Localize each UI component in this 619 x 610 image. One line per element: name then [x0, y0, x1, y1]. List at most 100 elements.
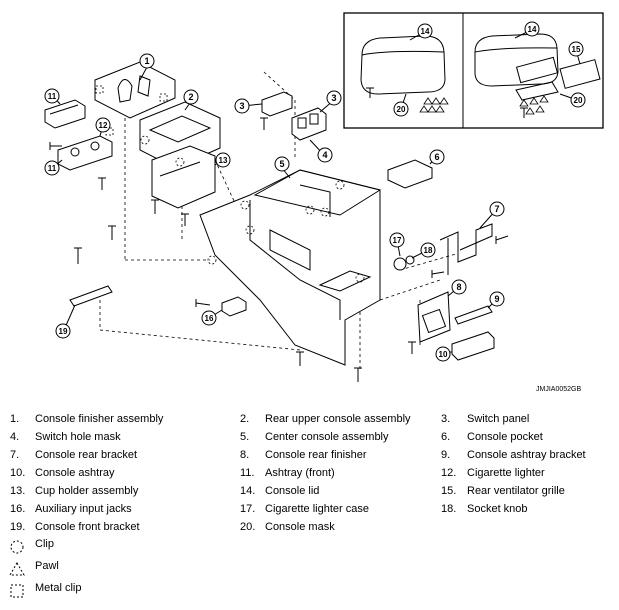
legend-item-2: 2.Rear upper console assembly [240, 413, 411, 425]
callout-3b: 3 [326, 90, 342, 106]
legend-item-18: 18.Socket knob [441, 503, 528, 515]
callout-14b: 14 [524, 21, 540, 37]
callout-4: 4 [317, 147, 333, 163]
svg-text:2: 2 [188, 92, 193, 102]
callout-13: 13 [215, 152, 231, 168]
exploded-parts-diagram: 1 2 3 3 4 5 6 7 8 9 10 11 11 12 13 14 14… [44, 12, 604, 382]
legend-item-15: 15.Rear ventilator grille [441, 485, 565, 497]
svg-text:10: 10 [439, 350, 448, 359]
callout-10: 10 [435, 346, 451, 362]
callout-18: 18 [420, 242, 436, 258]
callout-7: 7 [489, 201, 505, 217]
callout-17: 17 [389, 232, 405, 248]
symbol-label-clip: Clip [35, 538, 54, 550]
legend-item-5: 5.Center console assembly [240, 431, 389, 443]
inset-console-lid-right [474, 33, 559, 87]
svg-text:12: 12 [99, 121, 108, 130]
callout-9: 9 [489, 291, 505, 307]
svg-text:13: 13 [219, 156, 228, 165]
legend-item-3: 3.Switch panel [441, 413, 530, 425]
svg-text:7: 7 [494, 204, 499, 214]
console-finisher-assembly [94, 61, 176, 119]
callout-11b: 11 [44, 160, 60, 176]
svg-text:8: 8 [456, 282, 461, 292]
svg-text:6: 6 [434, 152, 439, 162]
svg-text:11: 11 [48, 92, 57, 101]
svg-text:5: 5 [279, 159, 284, 169]
legend-item-16: 16.Auxiliary input jacks [10, 503, 132, 515]
console-ashtray-bracket [454, 305, 493, 325]
legend-item-6: 6.Console pocket [441, 431, 543, 443]
callout-5: 5 [274, 156, 290, 172]
legend-item-20: 20.Console mask [240, 521, 335, 533]
svg-text:9: 9 [494, 294, 499, 304]
callout-19: 19 [55, 323, 71, 339]
svg-text:20: 20 [574, 96, 583, 105]
callout-20: 20 [393, 101, 409, 117]
svg-text:14: 14 [528, 25, 537, 34]
legend-item-8: 8.Console rear finisher [240, 449, 367, 461]
legend-item-17: 17.Cigarette lighter case [240, 503, 369, 515]
callout-11: 11 [44, 88, 60, 104]
console-rear-bracket [439, 223, 493, 263]
legend-item-14: 14.Console lid [240, 485, 320, 497]
legend-col-3: 3.Switch panel 6.Console pocket 9.Consol… [441, 410, 586, 518]
symbol-label-metal-clip: Metal clip [35, 582, 82, 594]
callout-1: 1 [139, 53, 155, 69]
symbol-label-pawl: Pawl [35, 560, 59, 572]
callout-12: 12 [95, 117, 111, 133]
svg-text:1: 1 [144, 56, 149, 66]
clip-icon [10, 540, 24, 554]
svg-text:3: 3 [239, 101, 244, 111]
svg-text:11: 11 [48, 164, 57, 173]
legend-item-12: 12.Cigarette lighter [441, 467, 545, 479]
svg-text:3: 3 [331, 93, 336, 103]
svg-text:14: 14 [421, 27, 430, 36]
inset-mask [515, 56, 559, 84]
cigarette-lighter-case [393, 257, 407, 271]
inset-box [343, 12, 604, 129]
legend-item-11: 11.Ashtray (front) [240, 467, 335, 479]
legend-col-2: 2.Rear upper console assembly 5.Center c… [240, 410, 411, 536]
screw-fasteners [49, 87, 528, 382]
callout-15: 15 [568, 41, 584, 57]
callout-6: 6 [429, 149, 445, 165]
console-pocket [387, 159, 433, 189]
callout-16: 16 [201, 310, 217, 326]
switch-panel-left [261, 91, 293, 117]
svg-text:16: 16 [205, 314, 214, 323]
pawl-icon [9, 562, 25, 576]
callout-8: 8 [451, 279, 467, 295]
auxiliary-input-jacks [221, 296, 247, 317]
legend-item-1: 1.Console finisher assembly [10, 413, 164, 425]
legend-col-1: 1.Console finisher assembly 4.Switch hol… [10, 410, 163, 536]
center-console-assembly [199, 169, 381, 366]
cup-holder-assembly [151, 145, 216, 209]
svg-text:4: 4 [322, 150, 327, 160]
metal-clip-icon [10, 584, 24, 598]
legend-item-7: 7.Console rear bracket [10, 449, 138, 461]
svg-text:15: 15 [572, 45, 581, 54]
legend-item-13: 13.Cup holder assembly [10, 485, 139, 497]
callout-3: 3 [234, 98, 250, 114]
inset-console-lid-left [360, 35, 446, 95]
legend-item-9: 9.Console ashtray bracket [441, 449, 586, 461]
svg-text:19: 19 [59, 327, 68, 336]
ashtray-front [44, 99, 86, 129]
svg-text:18: 18 [424, 246, 433, 255]
ashtray-front-lower [57, 135, 113, 171]
console-rear-finisher [417, 291, 451, 343]
console-front-bracket [69, 285, 113, 307]
console-ashtray [451, 331, 495, 361]
legend-item-10: 10.Console ashtray [10, 467, 115, 479]
svg-text:17: 17 [393, 236, 402, 245]
svg-text:20: 20 [397, 105, 406, 114]
switch-panel-right [291, 107, 327, 141]
callout-2: 2 [183, 89, 199, 105]
legend-item-19: 19.Console front bracket [10, 521, 140, 533]
figure-code: JMJIA0052GB [536, 386, 582, 393]
callout-14: 14 [417, 23, 433, 39]
callout-labels: 1 2 3 3 4 5 6 7 8 9 10 11 11 12 13 14 14… [44, 21, 586, 362]
inset-ventilator-grille [559, 59, 601, 89]
legend-item-4: 4.Switch hole mask [10, 431, 121, 443]
